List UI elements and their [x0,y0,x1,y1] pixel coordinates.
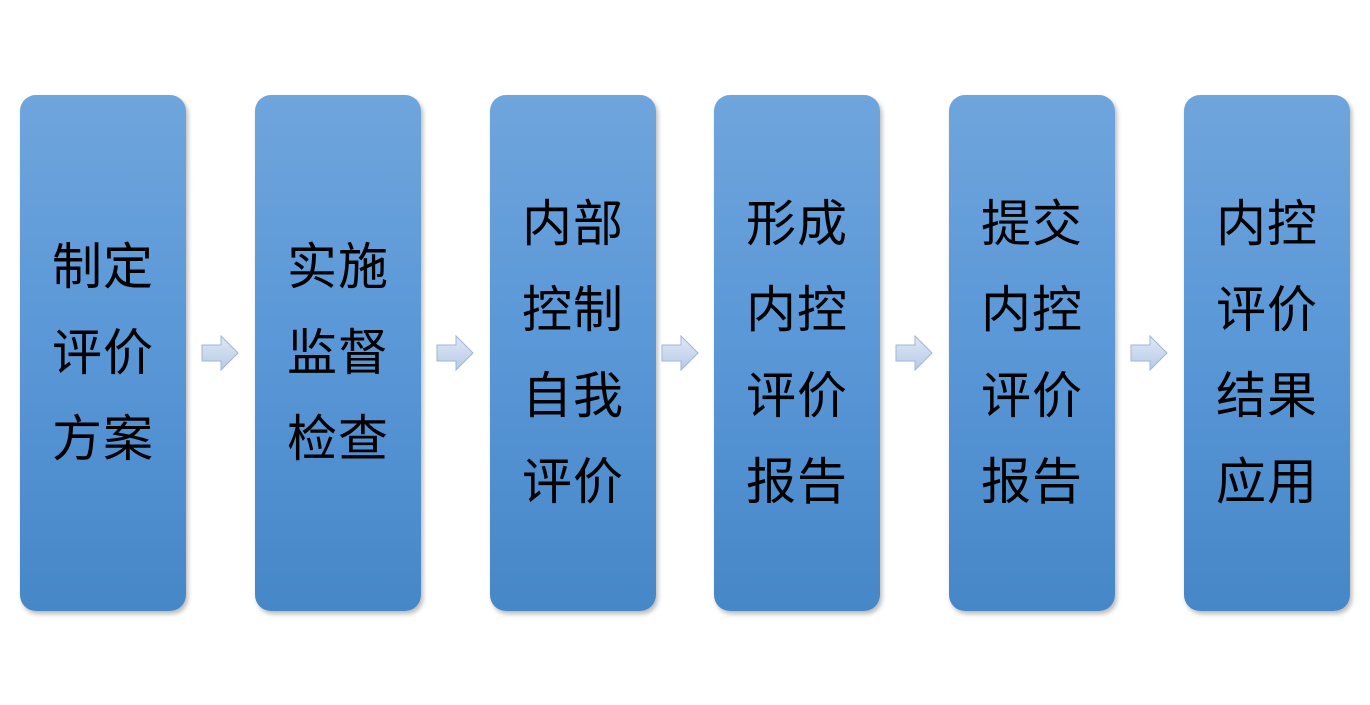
step-box-6: 内控 评价 结果 应用 [1184,95,1350,611]
step-4-line-4: 报告 [746,453,848,511]
step-box-3: 内部 控制 自我 评价 [490,95,656,611]
step-3-line-2: 控制 [522,281,624,339]
right-arrow-icon [201,334,239,372]
step-6-line-2: 评价 [1216,281,1318,339]
step-box-1: 制定 评价 方案 [20,95,186,611]
right-arrow-icon [895,334,933,372]
step-5-line-1: 提交 [981,195,1083,253]
step-6-line-4: 应用 [1216,453,1318,511]
step-box-4: 形成 内控 评价 报告 [714,95,880,611]
step-4-line-1: 形成 [746,195,848,253]
step-3-line-4: 评价 [522,453,624,511]
step-4-line-2: 内控 [746,281,848,339]
step-1-line-2: 评价 [52,324,154,382]
step-3-line-1: 内部 [522,195,624,253]
step-label-2: 实施 监督 检查 [287,224,389,482]
step-box-2: 实施 监督 检查 [255,95,421,611]
step-4-line-3: 评价 [746,367,848,425]
step-6-line-3: 结果 [1216,367,1318,425]
step-5-line-3: 评价 [981,367,1083,425]
right-arrow-icon [661,334,699,372]
step-2-line-3: 检查 [287,410,389,468]
step-5-line-4: 报告 [981,453,1083,511]
step-label-6: 内控 评价 结果 应用 [1216,181,1318,525]
right-arrow-icon [1130,334,1168,372]
step-5-line-2: 内控 [981,281,1083,339]
step-1-line-1: 制定 [52,238,154,296]
step-2-line-2: 监督 [287,324,389,382]
step-2-line-1: 实施 [287,238,389,296]
step-3-line-3: 自我 [522,367,624,425]
right-arrow-icon [436,334,474,372]
step-label-1: 制定 评价 方案 [52,224,154,482]
step-label-4: 形成 内控 评价 报告 [746,181,848,525]
step-label-3: 内部 控制 自我 评价 [522,181,624,525]
step-box-5: 提交 内控 评价 报告 [949,95,1115,611]
step-1-line-3: 方案 [52,410,154,468]
step-label-5: 提交 内控 评价 报告 [981,181,1083,525]
step-6-line-1: 内控 [1216,195,1318,253]
